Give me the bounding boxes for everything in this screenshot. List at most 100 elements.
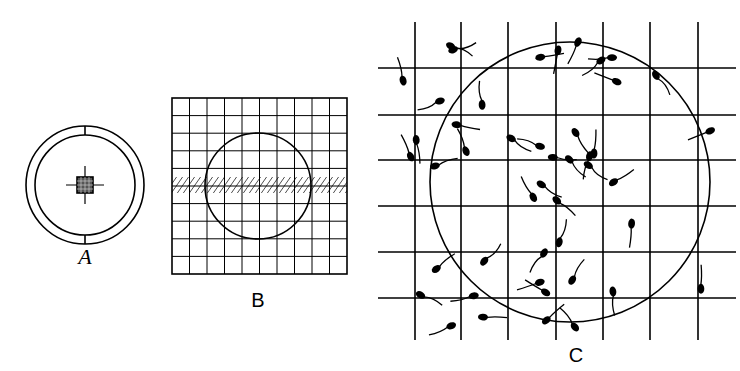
sperm-head bbox=[563, 153, 575, 165]
sperm-head bbox=[451, 120, 462, 129]
sperm-cell bbox=[564, 36, 583, 65]
sperm-cell bbox=[551, 195, 577, 219]
chamber-slide bbox=[26, 126, 144, 244]
grid-line bbox=[172, 256, 347, 257]
sperm-tail bbox=[560, 202, 576, 216]
sperm-cell bbox=[550, 45, 562, 75]
sperm-head bbox=[430, 263, 442, 274]
sperm-tail bbox=[521, 176, 532, 194]
sperm-tail bbox=[544, 186, 563, 198]
grid-lines bbox=[172, 98, 347, 274]
sperm-tail bbox=[594, 73, 613, 80]
sperm-tail bbox=[611, 295, 616, 315]
sperm-cell bbox=[453, 128, 471, 157]
sperm-head bbox=[538, 247, 549, 259]
sperm-head bbox=[478, 313, 488, 320]
sperm-cell bbox=[687, 126, 716, 143]
sperm-head bbox=[704, 126, 716, 136]
sperm-head bbox=[548, 154, 558, 161]
sperm-tail bbox=[570, 162, 586, 178]
sperm-cell bbox=[478, 240, 502, 267]
sperm-head bbox=[535, 53, 546, 61]
grid-line bbox=[294, 98, 295, 274]
sperm-head bbox=[540, 287, 552, 298]
sperm-cell bbox=[579, 55, 607, 77]
figure-letter: A bbox=[78, 246, 91, 268]
sperm-head bbox=[540, 314, 552, 326]
sperm-head bbox=[582, 160, 594, 171]
sperm-head bbox=[461, 145, 471, 157]
sperm-tail bbox=[439, 253, 456, 266]
sperm-tail bbox=[450, 297, 470, 302]
sperm-head bbox=[607, 177, 619, 188]
sperm-tail bbox=[417, 144, 421, 164]
sperm-head bbox=[429, 161, 440, 170]
sperm-tail bbox=[567, 46, 577, 64]
sperm-cell bbox=[650, 69, 671, 97]
sperm-cell bbox=[412, 135, 422, 165]
sperm-tail bbox=[549, 304, 564, 318]
sperm-cell bbox=[451, 120, 481, 132]
sperm-head bbox=[478, 100, 485, 110]
figure-letter: B bbox=[251, 290, 264, 310]
sperm-cell bbox=[697, 265, 704, 294]
sperm-head bbox=[434, 96, 446, 106]
sperm-cell bbox=[540, 302, 566, 326]
grid-line bbox=[555, 22, 557, 340]
sperm-head bbox=[628, 218, 636, 229]
sperm-head bbox=[528, 191, 539, 203]
sperm-head bbox=[573, 36, 584, 48]
sperm-head bbox=[650, 69, 661, 81]
sperm-tail bbox=[629, 228, 632, 248]
sperm-tail bbox=[581, 63, 599, 76]
sperm-cell bbox=[563, 153, 589, 178]
sperm-cell bbox=[505, 133, 534, 153]
sperm-cell bbox=[393, 57, 407, 87]
sperm-cell bbox=[593, 70, 622, 87]
sperm-tail bbox=[517, 138, 537, 145]
sperm-tail bbox=[417, 102, 437, 111]
grid-line bbox=[378, 114, 736, 116]
sperm-cell bbox=[535, 179, 564, 199]
sperm-head bbox=[570, 126, 581, 138]
sperm-cell bbox=[567, 258, 589, 286]
sperm-head bbox=[468, 292, 479, 301]
sperm-cell bbox=[450, 292, 480, 304]
grid-line bbox=[378, 251, 736, 253]
sperm-cell bbox=[416, 96, 446, 111]
sperm-tail bbox=[460, 125, 480, 129]
sperm-tail bbox=[487, 243, 502, 260]
counting-grid bbox=[172, 98, 347, 274]
sperm-tail bbox=[397, 57, 404, 77]
sperm-head bbox=[445, 321, 457, 331]
grid-line bbox=[172, 221, 347, 222]
sperm-cell bbox=[607, 166, 635, 188]
grid-line bbox=[460, 22, 462, 340]
sperm-cell bbox=[429, 156, 459, 170]
sperm-cell bbox=[626, 218, 636, 248]
sperm-cell bbox=[555, 218, 568, 248]
sperm-head bbox=[406, 151, 416, 163]
sperm-tail bbox=[457, 41, 477, 51]
sperm-cell bbox=[582, 160, 610, 181]
sperm-tail bbox=[554, 54, 558, 74]
sperm-tail bbox=[429, 327, 448, 335]
sperm-head bbox=[535, 179, 547, 190]
sperm-tail bbox=[594, 130, 596, 150]
sperm-cell bbox=[557, 307, 581, 333]
sperm-head bbox=[567, 274, 578, 286]
sperm-tail bbox=[487, 316, 507, 318]
sperm-cell bbox=[430, 252, 457, 275]
sperm-head bbox=[590, 148, 597, 158]
sperm-head bbox=[555, 237, 564, 248]
grid-line bbox=[329, 98, 330, 274]
sperm-tail bbox=[457, 128, 466, 147]
sperm-head bbox=[534, 142, 545, 151]
sperm-tail bbox=[590, 167, 609, 180]
sperm-head bbox=[611, 77, 623, 87]
magnified-field bbox=[378, 22, 736, 340]
sperm-head bbox=[412, 135, 420, 146]
sperm-tail bbox=[525, 280, 542, 291]
grid-line bbox=[507, 22, 509, 340]
